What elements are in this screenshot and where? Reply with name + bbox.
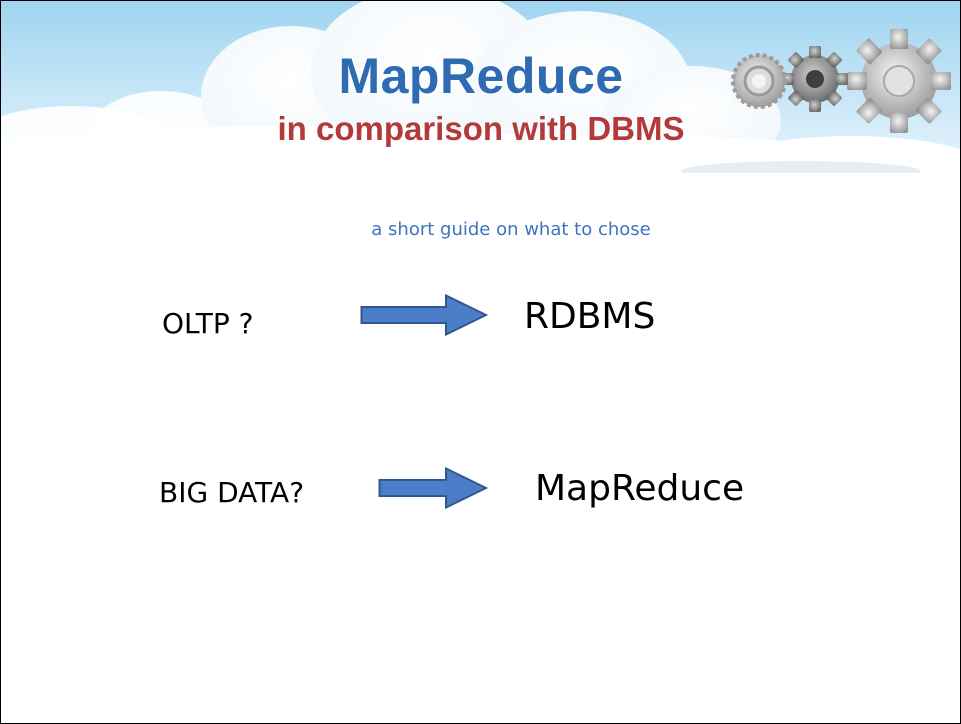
slide-tagline: a short guide on what to chose <box>371 219 651 240</box>
question-oltp: OLTP ? <box>162 307 254 340</box>
gears-icon <box>731 29 951 133</box>
slide-title: MapReduce <box>338 48 624 104</box>
cloud-banner-graphic <box>1 1 960 191</box>
slide-subtitle-heading: in comparison with DBMS <box>277 110 685 147</box>
answer-mapreduce: MapReduce <box>535 468 745 509</box>
right-arrow-icon <box>378 467 488 509</box>
right-arrow-icon <box>360 294 488 336</box>
question-big-data: BIG DATA? <box>159 476 305 509</box>
answer-rdbms: RDBMS <box>524 296 656 337</box>
